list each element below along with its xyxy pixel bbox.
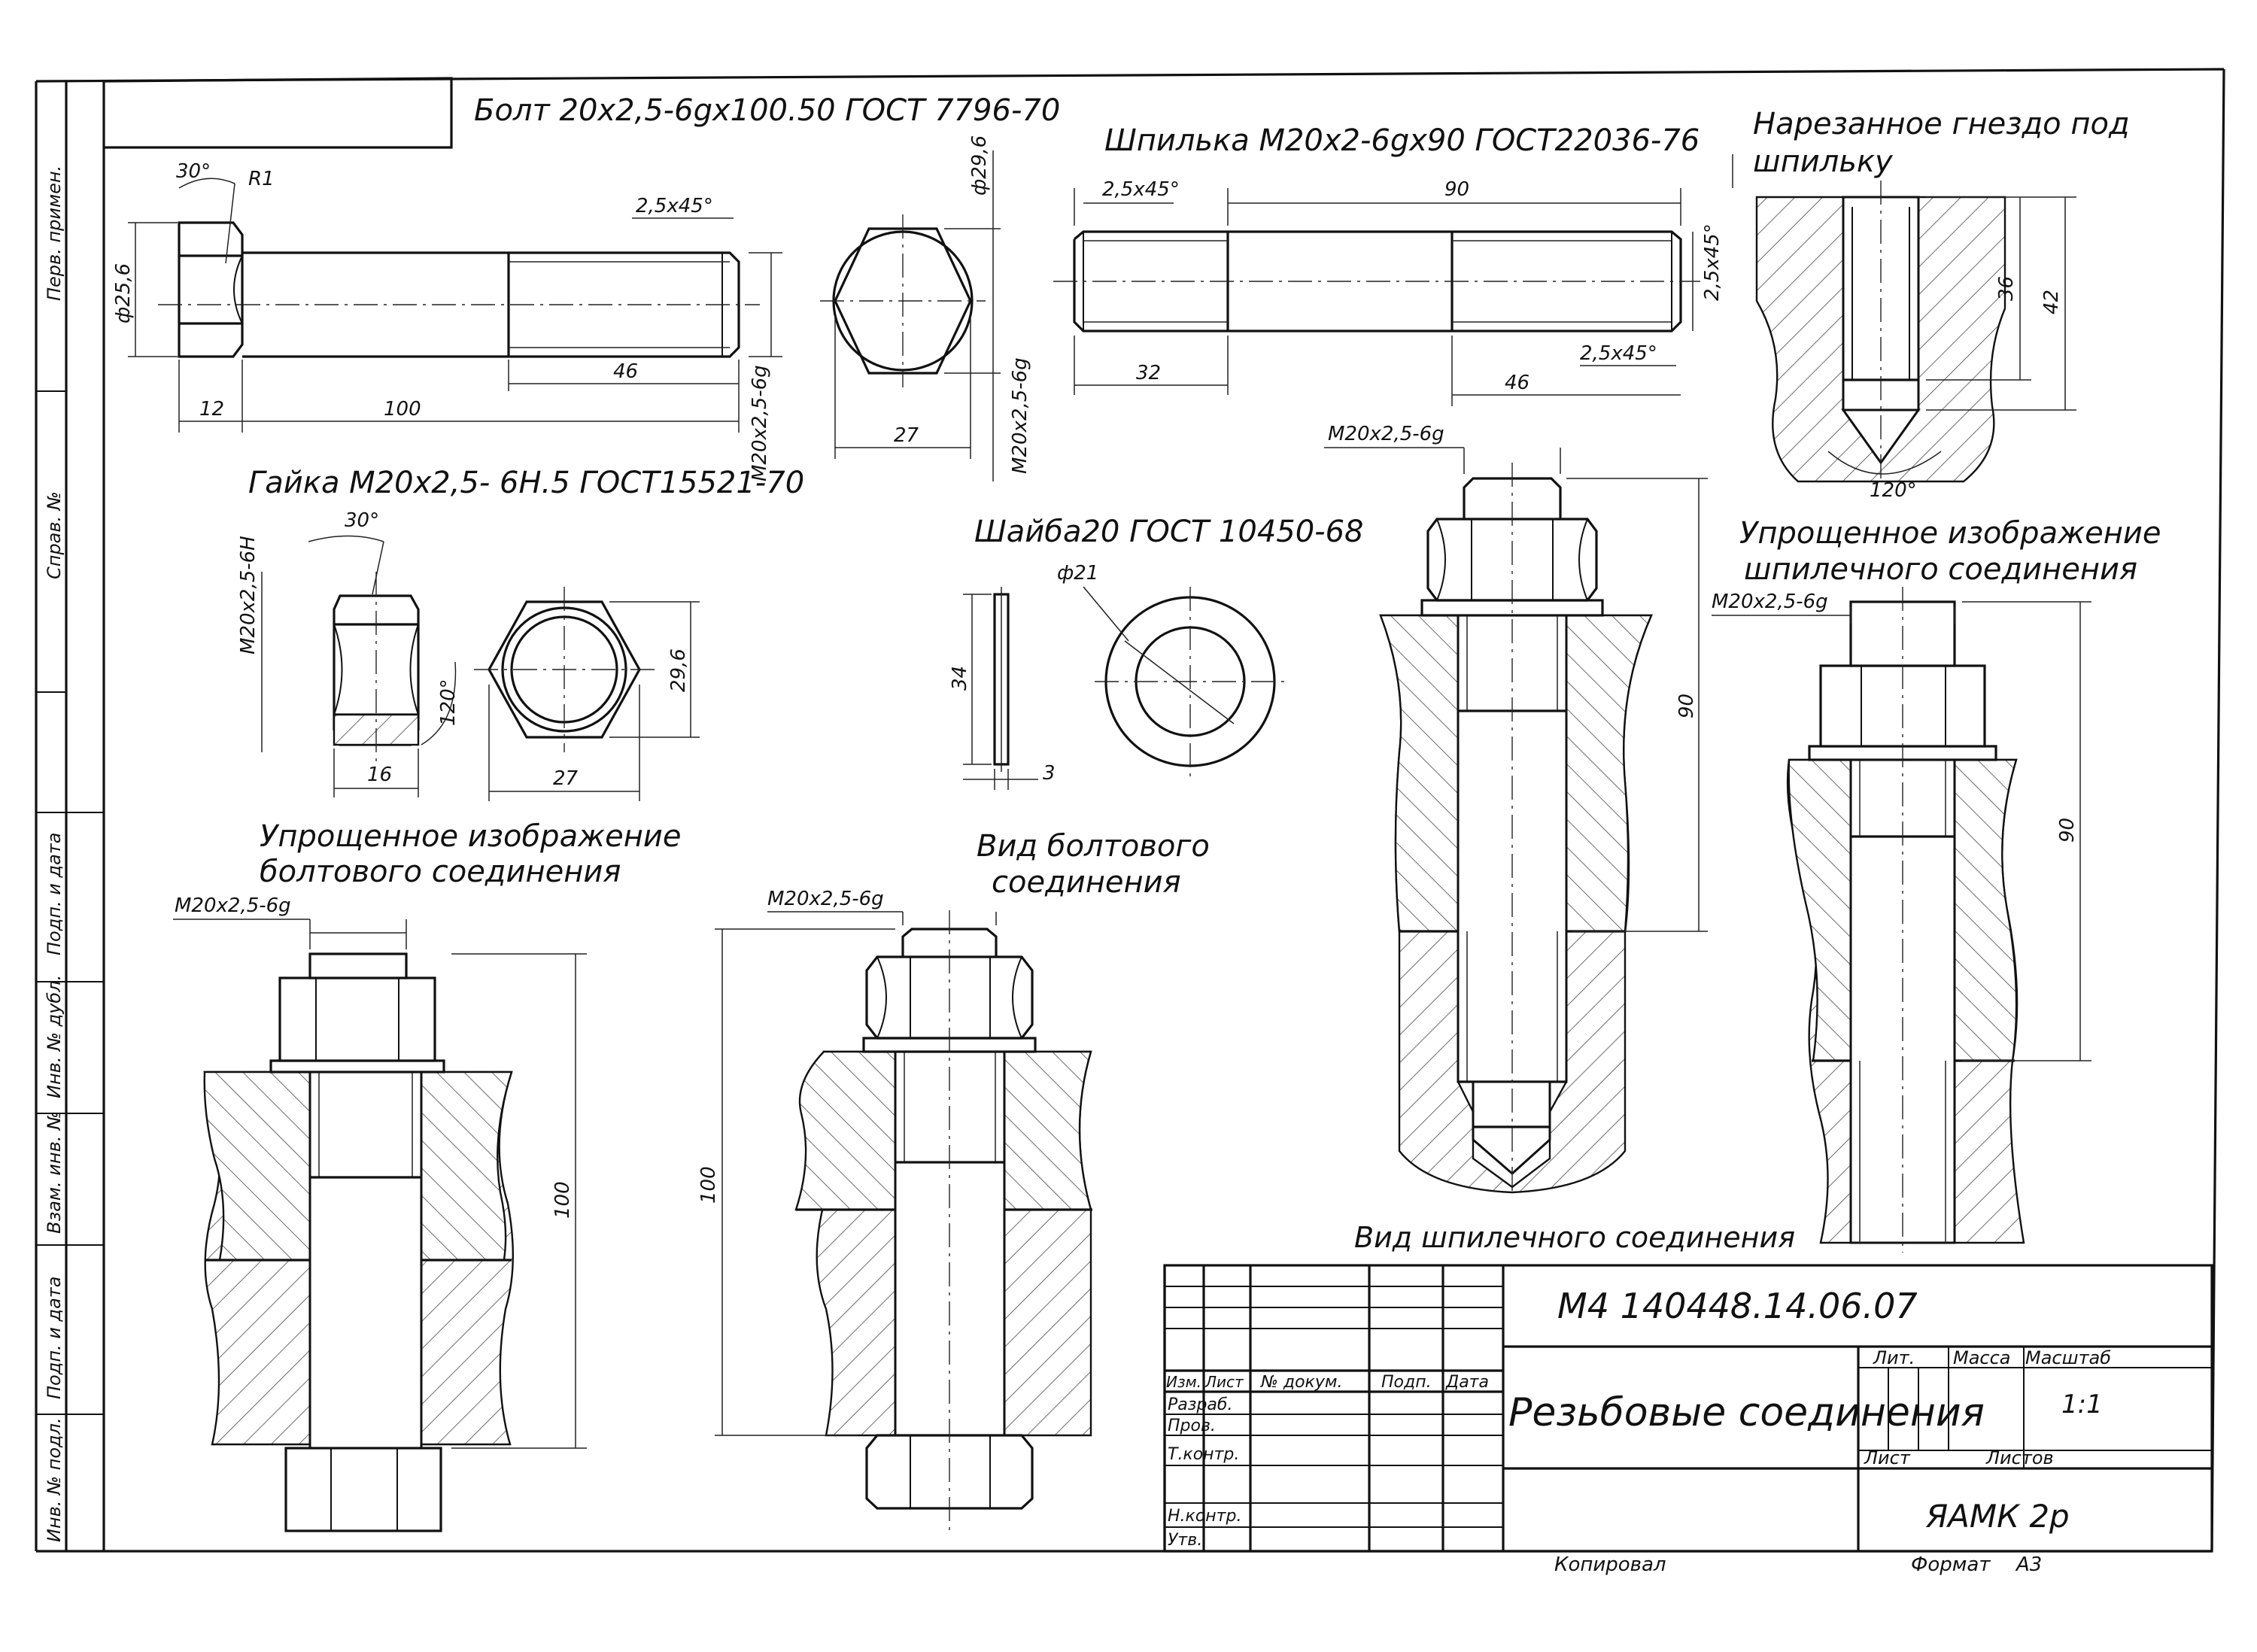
stud-joint-simple-title-2: шпилечного соединения	[1744, 552, 2137, 587]
socket-dim-total-depth: 42	[2040, 290, 2063, 314]
washer-dim-inner: ф21	[1057, 562, 1098, 585]
bolt-joint-view-thread: М20х2,5-6g	[767, 888, 884, 910]
bolt-joint-simple-title-1: Упрощенное изображение	[260, 819, 682, 854]
sheet-label: Лист	[1864, 1447, 1911, 1468]
doc-code: М4 140448.14.06.07	[1557, 1286, 1918, 1326]
stud-joint-simple-title-1: Упрощенное изображение	[1739, 516, 2161, 551]
stud-drawing: Шпилька М20х2-6gх90 ГОСТ22036-76 2,5х45°…	[1053, 123, 1724, 406]
row-approved: Утв.	[1168, 1531, 1202, 1550]
scale-label: Масштаб	[2025, 1347, 2111, 1368]
bolt-joint-view-title-2: соединения	[992, 865, 1181, 900]
bolt-dim-head-dia: ф25,6	[112, 263, 135, 323]
bolt-joint-simple-title-2: болтового соединения	[260, 855, 621, 889]
bolt-dim-thread-len: 46	[613, 360, 638, 383]
stud-joint-simplified: Упрощенное изображение шпилечного соедин…	[1712, 516, 2161, 1253]
socket-dim-angle: 120°	[1870, 479, 1917, 502]
nut-dim-thread: М20х2,5-6Н	[237, 536, 260, 654]
bolt-drawing: Болт 20х2,5-6gх100.50 ГОСТ 7796-70 30° R…	[112, 93, 1060, 481]
doc-title: Резьбовые соединения	[1508, 1390, 1985, 1435]
stud-joint-view-title: Вид шпилечного соединения	[1354, 1221, 1795, 1254]
bolt-joint-simple-length: 100	[551, 1181, 574, 1219]
bolt-dim-across-corners: ф29,6	[968, 135, 991, 196]
stud-dim-nut-end: 46	[1505, 372, 1529, 394]
col-change: Изм.	[1166, 1373, 1201, 1391]
bolt-joint-view-length: 100	[697, 1166, 720, 1204]
socket-drawing: Нарезанное гнездо под шпильку 36 42 120°	[1732, 107, 2130, 502]
stamp-repl-inv: Взам. инв. №	[44, 1111, 65, 1234]
bolt-title: Болт 20х2,5-6gх100.50 ГОСТ 7796-70	[474, 93, 1060, 128]
stud-dim-chamfer-left: 2,5х45°	[1102, 178, 1180, 201]
stud-dim-chamfer-right-top: 2,5х45°	[1701, 223, 1724, 301]
sheets-label: Листов	[1985, 1447, 2054, 1468]
stamp-dup-inv: Инв. № дубл.	[44, 975, 65, 1098]
nut-end-view: 27 29,6	[474, 587, 700, 801]
side-stamp: Перв. примен. Справ. № Подп. и дата Инв.…	[36, 166, 104, 1542]
bolt-dim-across-flats: 27	[894, 424, 919, 447]
bolt-dim-head-len: 12	[199, 398, 224, 421]
stud-joint-view: М20х2,5-6g 90 Вид шпилечного соединения	[1324, 423, 1795, 1254]
organization: ЯАМК 2р	[1925, 1498, 2070, 1535]
stud-joint-view-length: 90	[1675, 694, 1698, 718]
row-checked: Пров.	[1168, 1417, 1216, 1435]
bolt-joint-simple-thread: М20х2,5-6g	[175, 894, 291, 917]
lit-label: Лит.	[1873, 1347, 1915, 1368]
stamp-orig-inv: Инв. № подл.	[44, 1417, 65, 1542]
row-tech-control: Т.контр.	[1168, 1445, 1239, 1464]
socket-title-2: шпильку	[1753, 144, 1894, 179]
stud-dim-screw-in: 32	[1136, 362, 1161, 384]
nut-dim-height: 16	[367, 764, 392, 786]
bolt-dim-side-thread: М20х2,5-6g	[1009, 357, 1031, 474]
row-developed: Разраб.	[1168, 1395, 1232, 1414]
col-sheet: Лист	[1204, 1373, 1244, 1391]
bolt-end-view: 27 ф29,6 М20х2,5-6g	[820, 135, 1031, 481]
mass-label: Масса	[1953, 1347, 2011, 1368]
col-sign: Подп.	[1381, 1373, 1432, 1392]
sheet-footer: Копировал Формат А3	[1554, 1553, 2042, 1576]
bolt-dim-angle: 30°	[176, 160, 211, 183]
stud-joint-simple-length: 90	[2056, 818, 2079, 843]
stamp-ref-no: Справ. №	[44, 491, 65, 579]
socket-dim-thread-depth: 36	[1995, 276, 2018, 301]
nut-dim-angle-2: 120°	[437, 679, 460, 726]
stud-dim-length: 90	[1444, 178, 1469, 201]
nut-dim-across-flats: 27	[553, 767, 579, 790]
footer-format-label: Формат	[1911, 1553, 1991, 1576]
title-block: М4 140448.14.06.07 Резьбовые соединения …	[1163, 1264, 2213, 1553]
bolt-joint-view: Вид болтового соединения М20х2,5-6g 100	[697, 829, 1210, 1535]
footer-copied: Копировал	[1554, 1553, 1666, 1576]
scale-value: 1:1	[2061, 1389, 2103, 1420]
nut-dim-angle: 30°	[345, 509, 379, 532]
nut-drawing: Гайка М20х2,5- 6Н.5 ГОСТ15521-70 30° М20…	[237, 466, 804, 797]
bolt-joint-view-title-1: Вид болтового	[977, 829, 1210, 864]
stamp-sign-date-2: Подп. и дата	[44, 1277, 65, 1400]
stamp-sign-date: Подп. и дата	[44, 833, 65, 956]
bolt-dim-thread: М20х2,5-6g	[749, 365, 771, 481]
stud-joint-view-thread: М20х2,5-6g	[1328, 423, 1444, 445]
footer-format: А3	[2015, 1553, 2042, 1576]
socket-title-1: Нарезанное гнездо под	[1753, 107, 2130, 141]
bolt-dim-radius: R1	[248, 168, 275, 190]
col-date: Дата	[1445, 1373, 1489, 1392]
stamp-first-use: Перв. примен.	[44, 166, 65, 301]
stud-dim-chamfer-right-bottom: 2,5х45°	[1580, 342, 1657, 365]
nut-dim-across-corners: 29,6	[667, 648, 690, 692]
washer-drawing: Шайба20 ГОСТ 10450-68 ф21 34 3	[949, 515, 1364, 790]
washer-dim-thickness: 3	[1043, 762, 1056, 785]
nut-title: Гайка М20х2,5- 6Н.5 ГОСТ15521-70	[248, 466, 804, 500]
bolt-joint-simplified: Упрощенное изображение болтового соедине…	[173, 819, 682, 1532]
washer-dim-outer: 34	[949, 666, 971, 691]
washer-title: Шайба20 ГОСТ 10450-68	[974, 515, 1364, 549]
bolt-dim-length: 100	[384, 398, 421, 421]
col-doc-no: № докум.	[1260, 1373, 1342, 1392]
row-norm-control: Н.контр.	[1168, 1507, 1241, 1526]
stud-joint-simple-thread: М20х2,5-6g	[1712, 591, 1828, 613]
bolt-dim-chamfer: 2,5х45°	[636, 195, 713, 217]
stud-title: Шпилька М20х2-6gх90 ГОСТ22036-76	[1104, 123, 1700, 158]
